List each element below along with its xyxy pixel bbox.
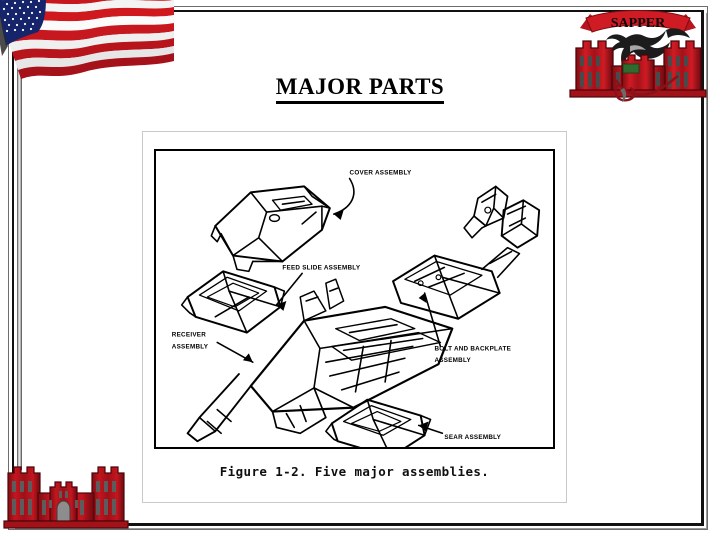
figure-picture[interactable]: COVER ASSEMBLY FEED SLIDE ASSEMBLY RECEI… [142,131,567,503]
figure-caption: Figure 1-2. Five major assemblies. [219,464,490,479]
machine-gun-exploded-diagram: COVER ASSEMBLY FEED SLIDE ASSEMBLY RECEI… [172,170,541,447]
american-flag [0,0,174,84]
label-bolt-backplate-line2: ASSEMBLY [434,357,471,364]
flag-pole [17,40,22,470]
sapper-banner-text: SAPPER [611,16,666,31]
label-feed-slide-assembly: FEED SLIDE ASSEMBLY [282,264,360,271]
page-title-text: MAJOR PARTS [275,74,445,104]
army-corps-engineers-castle [2,455,130,533]
label-bolt-backplate-line1: BOLT AND BACKPLATE [434,345,511,352]
label-sear-assembly: SEAR ASSEMBLY [444,434,501,441]
figure-border-box: COVER ASSEMBLY FEED SLIDE ASSEMBLY RECEI… [154,149,555,449]
sapper-unit-logo: SAPPER [566,2,710,106]
label-receiver-assembly-line2: ASSEMBLY [172,343,209,350]
page-title: MAJOR PARTS [130,74,590,104]
label-cover-assembly: COVER ASSEMBLY [350,170,412,177]
label-receiver-assembly-line1: RECEIVER [172,332,206,339]
